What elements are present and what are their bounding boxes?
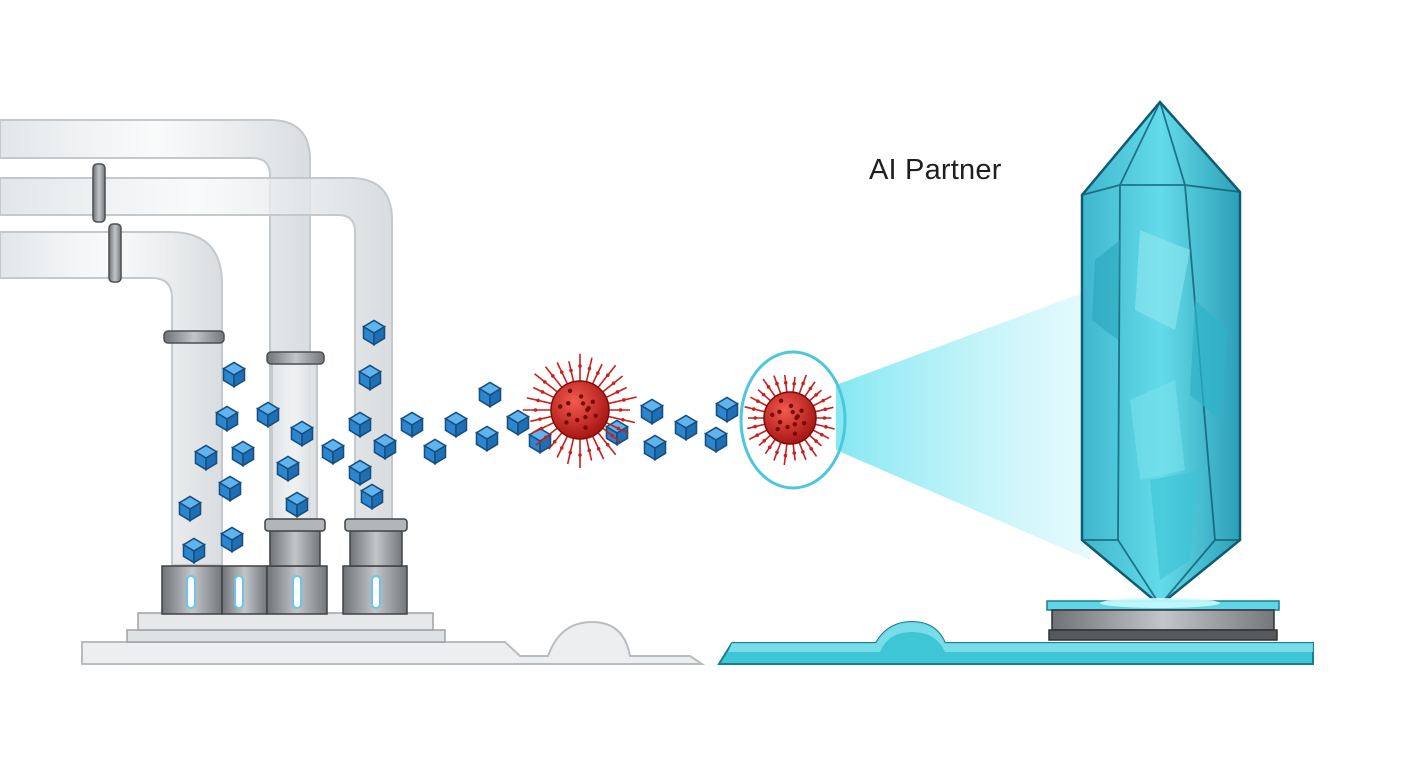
virus-icon bbox=[522, 353, 637, 469]
pipe-clamp bbox=[266, 351, 325, 365]
cube-icon bbox=[276, 455, 300, 482]
pipe-base bbox=[81, 518, 706, 665]
cube-icon bbox=[348, 459, 372, 486]
cube-icon bbox=[231, 440, 255, 467]
cube-icon bbox=[220, 526, 244, 553]
scan-beam bbox=[836, 292, 1090, 560]
cube-icon bbox=[640, 398, 664, 425]
cube-icon bbox=[674, 414, 698, 441]
pipe-front bbox=[0, 231, 223, 566]
pipe-clamp bbox=[163, 330, 225, 344]
detection-ring-icon bbox=[739, 350, 847, 490]
cube-icon bbox=[256, 401, 280, 428]
pipe-system bbox=[0, 119, 393, 566]
cube-icon bbox=[218, 475, 242, 502]
cube-icon bbox=[360, 483, 384, 510]
cube-icon bbox=[444, 411, 468, 438]
cube-icon bbox=[478, 381, 502, 408]
cube-icon bbox=[215, 405, 239, 432]
cube-icon bbox=[506, 409, 530, 436]
pipe-clamp bbox=[92, 163, 106, 223]
cube-icon bbox=[178, 495, 202, 522]
ai-crystal bbox=[1080, 100, 1242, 607]
cube-icon bbox=[222, 361, 246, 388]
left-platform bbox=[81, 620, 706, 665]
crystal-pedestal bbox=[1046, 598, 1280, 641]
cube-icon bbox=[290, 420, 314, 447]
cube-icon bbox=[715, 396, 739, 423]
ai-partner-label: AI Partner bbox=[869, 154, 1002, 186]
cube-icon bbox=[400, 411, 424, 438]
cube-icon bbox=[358, 364, 382, 391]
cube-icon bbox=[285, 491, 309, 518]
cube-icon bbox=[362, 319, 386, 346]
cube-icon bbox=[643, 434, 667, 461]
cube-icon bbox=[182, 537, 206, 564]
cube-icon bbox=[475, 425, 499, 452]
cube-icon bbox=[423, 438, 447, 465]
socket bbox=[221, 565, 268, 615]
cube-icon bbox=[321, 438, 345, 465]
cube-icon bbox=[704, 426, 728, 453]
cube-icon bbox=[348, 411, 372, 438]
data-packets bbox=[178, 319, 739, 564]
virus-icon bbox=[744, 374, 835, 466]
cube-icon bbox=[194, 444, 218, 471]
pipe-clamp bbox=[108, 223, 122, 283]
cube-icon bbox=[373, 433, 397, 460]
